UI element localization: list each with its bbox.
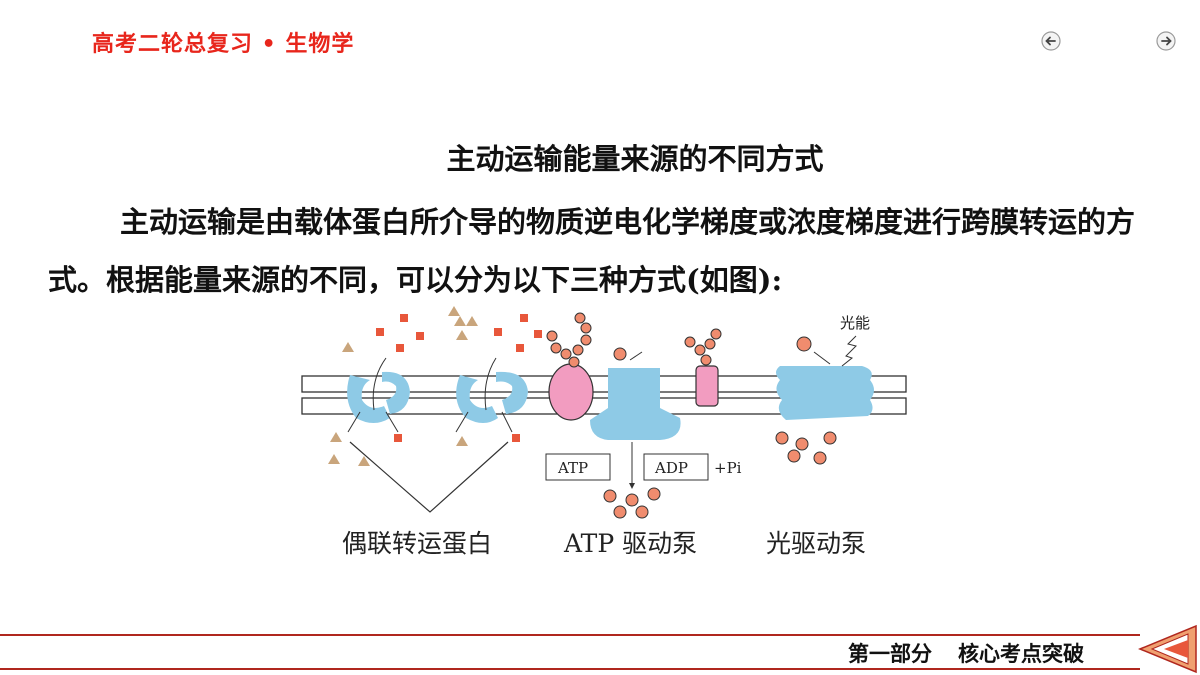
atp-label: ATP (557, 459, 588, 477)
section-title: 主动运输能量来源的不同方式 (446, 142, 824, 176)
coupled-transporter-2 (455, 357, 528, 433)
pi-label: +Pi (714, 459, 742, 477)
light-zigzag-icon (841, 335, 857, 367)
light-pump: 光能 (775, 314, 874, 465)
cell-membrane (301, 375, 907, 415)
footer-section: 第一部分 核心考点突破 (848, 638, 1110, 668)
footer-divider-bottom (0, 668, 1140, 670)
light-energy-label: 光能 (840, 314, 870, 332)
body-paragraph: 主动运输是由载体蛋白所介导的物质逆电化学梯度或浓度梯度进行跨膜转运的方式。根据能… (48, 205, 1136, 297)
next-page-icon[interactable] (1155, 30, 1177, 52)
atp-pump-label: ATP 驱动泵 (563, 529, 697, 558)
adp-label: ADP (654, 459, 688, 477)
pink-channel (684, 328, 722, 407)
back-arrow-icon[interactable] (1136, 624, 1200, 674)
prev-page-icon[interactable] (1040, 30, 1062, 52)
coupled-bracket (349, 441, 509, 513)
footer-section-name: 核心考点突破 (958, 642, 1084, 666)
header-title: 高考二轮总复习 • 生物学 (92, 32, 355, 57)
light-pump-label: 光驱动泵 (766, 529, 866, 558)
solute-triangles (328, 306, 478, 466)
active-transport-figure: ATP ADP +Pi 光能 偶联转运蛋白 ATP 驱动泵 光驱动 (301, 306, 907, 558)
atp-pump: ATP ADP +Pi (545, 312, 742, 519)
coupled-transporter-1 (347, 357, 410, 433)
coupled-transporter-label: 偶联转运蛋白 (342, 529, 492, 558)
footer-divider-top (0, 634, 1140, 636)
footer-part: 第一部分 (848, 642, 932, 666)
solute-squares (376, 314, 542, 442)
